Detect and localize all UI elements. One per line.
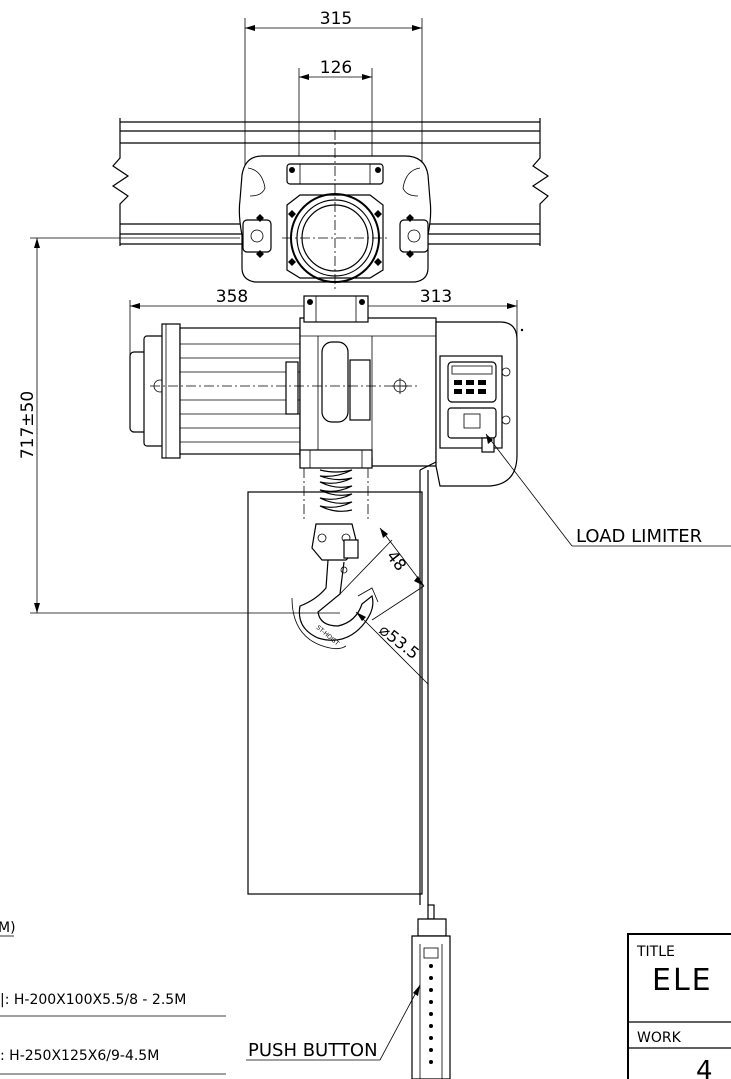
dimension-717: 717±50 [18, 237, 340, 614]
title-block: TITLE ELE WORK 4 [627, 933, 731, 1079]
dimension-313-label: 313 [420, 287, 452, 307]
chain-bag [247, 491, 423, 895]
beam-note-1: |: H-200X100X5.5/8 - 2.5M [0, 992, 186, 1008]
dimension-358-label: 358 [216, 287, 248, 307]
work-label: WORK [637, 1030, 682, 1046]
beam-note-2: : H-250X125X6/9-4.5M [0, 1048, 159, 1064]
dimension-717-label: 717±50 [18, 391, 38, 459]
dimension-53-5-label: ⌀53.5 [376, 620, 423, 663]
push-button-callout: PUSH BUTTON [246, 984, 421, 1061]
dimension-126-label: 126 [320, 58, 352, 78]
chain-guide [419, 461, 437, 905]
load-limiter-label: LOAD LIMITER [576, 526, 702, 547]
beam-notes: M) |: H-200X100X5.5/8 - 2.5M : H-250X125… [0, 920, 226, 1075]
push-button-label: PUSH BUTTON [248, 1040, 378, 1061]
dimension-53-5: ⌀53.5 [355, 611, 429, 685]
trolley-frame [238, 130, 432, 292]
hoist-body [129, 295, 518, 487]
hook-marking: ST-HOIST [315, 624, 341, 647]
note-header: M) [0, 920, 16, 936]
work-value: 4 [696, 1056, 713, 1079]
pendant [411, 904, 451, 1079]
load-chain [299, 449, 373, 520]
dimension-315-label: 315 [320, 9, 352, 29]
hook: ST-HOIST [291, 523, 379, 650]
dimension-126: 126 [298, 58, 373, 200]
title-label: TITLE [636, 944, 675, 960]
load-limiter-callout: LOAD LIMITER [485, 433, 731, 547]
dimension-315: 315 [244, 9, 423, 178]
dimension-48-label: 48 [383, 547, 411, 575]
title-value: ELE [652, 963, 713, 998]
